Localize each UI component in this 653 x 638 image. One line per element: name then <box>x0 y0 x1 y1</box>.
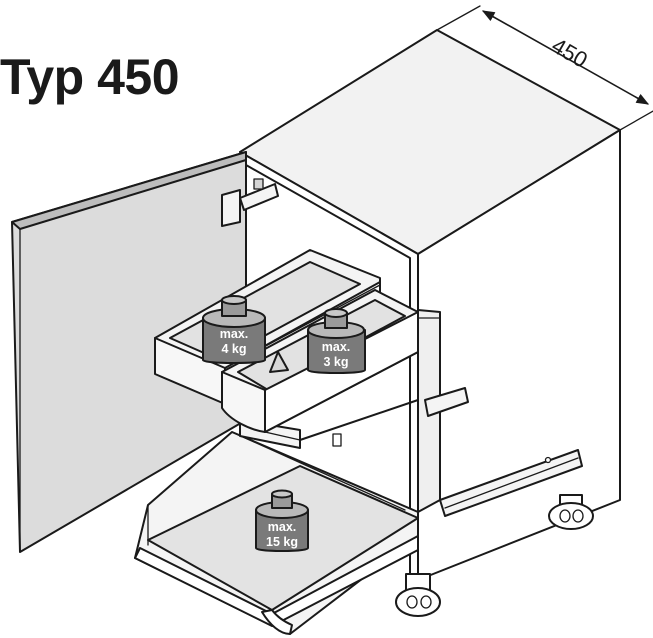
hinge-icon <box>221 178 279 227</box>
weight-label-1-line1: max. <box>220 327 249 341</box>
cabinet-feet <box>395 494 594 617</box>
weight-icon: max. 15 kg <box>255 489 309 552</box>
pullout-rail <box>417 309 583 517</box>
weight-label-1-line2: 4 kg <box>221 342 246 356</box>
weight-icon: max. 4 kg <box>202 295 266 364</box>
weight-label-2-line1: max. <box>322 340 351 354</box>
weight-icon: max. 3 kg <box>307 308 366 374</box>
title: Typ 450 <box>0 49 180 105</box>
weight-label-3-line2: 15 kg <box>266 535 298 549</box>
weight-label-2-line2: 3 kg <box>323 355 348 369</box>
cabinet-door <box>11 151 247 553</box>
weight-label-3-line1: max. <box>268 520 297 534</box>
dimension-label: 450 <box>548 33 592 73</box>
dimension-arrow-icon <box>436 5 653 131</box>
